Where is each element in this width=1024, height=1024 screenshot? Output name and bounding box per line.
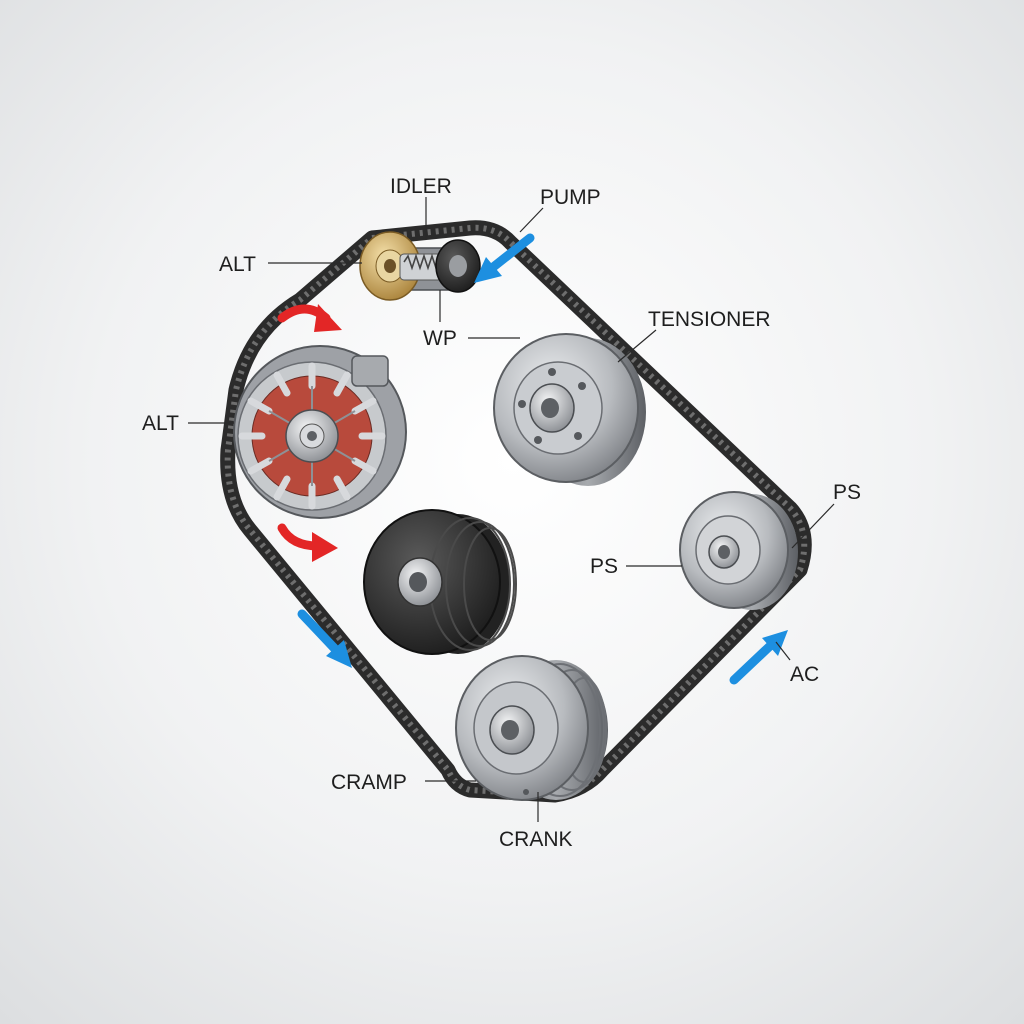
label-pump: PUMP	[540, 186, 601, 209]
component-labels: IDLER PUMP ALT WP TENSIONER ALT PS PS AC…	[142, 175, 861, 851]
straight-arrow-icon	[729, 630, 788, 685]
straight-arrow-icon	[474, 233, 535, 283]
label-idler: IDLER	[390, 175, 452, 198]
leader-lines	[188, 197, 835, 822]
label-alt-left: ALT	[142, 412, 179, 435]
alternator	[233, 345, 407, 519]
curved-arrow-icon	[277, 523, 338, 562]
rotation-arrows	[277, 304, 342, 562]
label-cramp: CRAMP	[331, 771, 407, 794]
label-ps-right: PS	[833, 481, 861, 504]
tensioner-pulley	[493, 333, 646, 486]
label-crank: CRANK	[499, 828, 573, 851]
crankshaft-pulley	[455, 655, 608, 801]
label-wp: WP	[423, 327, 457, 350]
label-ps-left: PS	[590, 555, 618, 578]
drive-belt	[220, 220, 812, 803]
straight-arrow-icon	[297, 609, 352, 668]
dark-idler-pulley	[363, 509, 517, 655]
power-steering-pulley	[679, 491, 798, 610]
label-alt-top: ALT	[219, 253, 256, 276]
label-ac: AC	[790, 663, 819, 686]
label-tensioner: TENSIONER	[648, 308, 771, 331]
idler-assembly	[359, 231, 481, 301]
belt-direction-arrows	[297, 233, 788, 685]
belt-teeth	[224, 224, 808, 798]
curved-arrow-icon	[277, 304, 342, 332]
